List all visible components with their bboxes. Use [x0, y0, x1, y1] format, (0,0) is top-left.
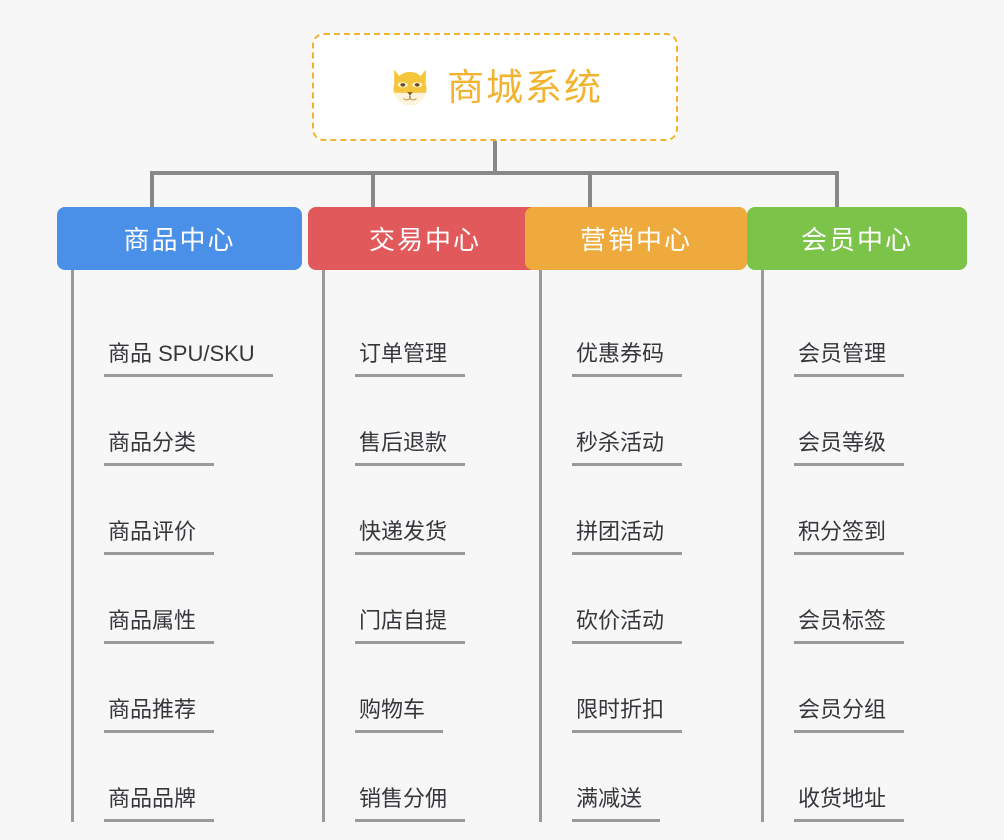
leaf-label: 销售分佣: [355, 785, 466, 822]
list-item[interactable]: 收货地址: [764, 733, 967, 822]
branch-title: 营销中心: [579, 225, 692, 255]
leaf-label: 商品推荐: [104, 696, 215, 733]
branch-title: 商品中心: [123, 225, 236, 255]
connector-root-stem: [493, 141, 497, 173]
list-item[interactable]: 销售分佣: [325, 733, 542, 822]
leaf-label: 售后退款: [355, 429, 466, 466]
leaf-label: 会员分组: [794, 696, 905, 733]
branch-title: 交易中心: [368, 225, 481, 255]
connector-drop-2: [371, 171, 375, 207]
list-item[interactable]: 商品 SPU/SKU: [74, 288, 302, 377]
leaf-label: 会员标签: [794, 607, 905, 644]
leaf-label: 限时折扣: [572, 696, 683, 733]
branch-trade-center: 交易中心 订单管理 售后退款 快递发货 门店自提 购物车 销售分佣: [308, 207, 542, 822]
connector-horizontal-bus: [150, 171, 839, 175]
branch-product-center: 商品中心 商品 SPU/SKU 商品分类 商品评价 商品属性 商品推荐 商品品牌: [57, 207, 302, 822]
leaf-label: 快递发货: [355, 518, 466, 555]
leaf-label: 商品品牌: [104, 785, 215, 822]
list-item[interactable]: 积分签到: [764, 466, 967, 555]
branch-member-center: 会员中心 会员管理 会员等级 积分签到 会员标签 会员分组 收货地址: [747, 207, 967, 822]
connector-drop-4: [835, 171, 839, 207]
list-item[interactable]: 商品评价: [74, 466, 302, 555]
list-item[interactable]: 满减送: [542, 733, 747, 822]
list-item[interactable]: 砍价活动: [542, 555, 747, 644]
leaf-label: 满减送: [572, 785, 661, 822]
leaf-label: 购物车: [355, 696, 444, 733]
leaf-label: 门店自提: [355, 607, 466, 644]
list-item[interactable]: 购物车: [325, 644, 542, 733]
leaf-list-trade-center: 订单管理 售后退款 快递发货 门店自提 购物车 销售分佣: [322, 270, 542, 822]
list-item[interactable]: 秒杀活动: [542, 377, 747, 466]
shiba-dog-face-icon: [393, 69, 427, 107]
leaf-label: 拼团活动: [572, 518, 683, 555]
leaf-label: 优惠券码: [572, 340, 683, 377]
list-item[interactable]: 拼团活动: [542, 466, 747, 555]
leaf-label: 会员等级: [794, 429, 905, 466]
leaf-list-product-center: 商品 SPU/SKU 商品分类 商品评价 商品属性 商品推荐 商品品牌: [71, 270, 302, 822]
leaf-list-member-center: 会员管理 会员等级 积分签到 会员标签 会员分组 收货地址: [761, 270, 967, 822]
leaf-label: 积分签到: [794, 518, 905, 555]
list-item[interactable]: 商品分类: [74, 377, 302, 466]
leaf-list-marketing-center: 优惠券码 秒杀活动 拼团活动 砍价活动 限时折扣 满减送: [539, 270, 747, 822]
list-item[interactable]: 会员标签: [764, 555, 967, 644]
leaf-label: 收货地址: [794, 785, 905, 822]
leaf-label: 秒杀活动: [572, 429, 683, 466]
branch-header-product-center[interactable]: 商品中心: [57, 207, 302, 270]
branch-title: 会员中心: [800, 225, 913, 255]
list-item[interactable]: 会员分组: [764, 644, 967, 733]
list-item[interactable]: 商品品牌: [74, 733, 302, 822]
branch-header-marketing-center[interactable]: 营销中心: [525, 207, 747, 270]
list-item[interactable]: 会员管理: [764, 288, 967, 377]
branch-marketing-center: 营销中心 优惠券码 秒杀活动 拼团活动 砍价活动 限时折扣 满减送: [525, 207, 747, 822]
list-item[interactable]: 商品推荐: [74, 644, 302, 733]
root-node-title: 商城系统: [447, 66, 603, 108]
root-node-mall-system[interactable]: 商城系统: [312, 33, 678, 141]
leaf-label: 商品分类: [104, 429, 215, 466]
branch-header-member-center[interactable]: 会员中心: [747, 207, 967, 270]
leaf-label: 会员管理: [794, 340, 905, 377]
leaf-label: 砍价活动: [572, 607, 683, 644]
leaf-label: 订单管理: [355, 340, 466, 377]
leaf-label: 商品属性: [104, 607, 215, 644]
connector-drop-3: [588, 171, 592, 207]
list-item[interactable]: 订单管理: [325, 288, 542, 377]
list-item[interactable]: 会员等级: [764, 377, 967, 466]
list-item[interactable]: 售后退款: [325, 377, 542, 466]
list-item[interactable]: 优惠券码: [542, 288, 747, 377]
list-item[interactable]: 商品属性: [74, 555, 302, 644]
list-item[interactable]: 快递发货: [325, 466, 542, 555]
leaf-label: 商品 SPU/SKU: [104, 340, 273, 377]
branch-header-trade-center[interactable]: 交易中心: [308, 207, 542, 270]
list-item[interactable]: 限时折扣: [542, 644, 747, 733]
list-item[interactable]: 门店自提: [325, 555, 542, 644]
leaf-label: 商品评价: [104, 518, 215, 555]
connector-drop-1: [150, 171, 154, 207]
